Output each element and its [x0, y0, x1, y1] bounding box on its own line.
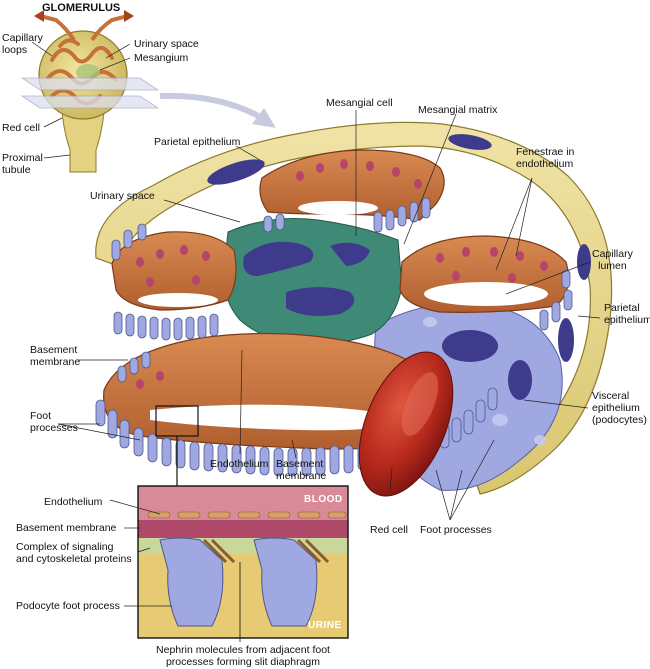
capillary-top-wall	[259, 149, 445, 221]
label-urinary-space-top: Urinary space	[134, 38, 199, 50]
label-basement-membrane-left: Basement membrane	[30, 344, 81, 368]
label-endothelium-mid: Endothelium	[210, 458, 269, 470]
label-foot-processes-bottom: Foot processes	[420, 524, 492, 536]
label-mesangium: Mesangium	[134, 52, 189, 64]
label-red-cell-top: Red cell	[2, 122, 40, 134]
arrow-right-icon	[124, 10, 134, 22]
inset-endothelium-cells	[147, 511, 347, 519]
main-section	[95, 121, 613, 497]
tag-blood: BLOOD	[304, 494, 343, 505]
inset-border	[137, 485, 349, 639]
label-mesangial-matrix: Mesangial matrix	[418, 104, 498, 116]
section-plane-lower	[20, 95, 160, 109]
tag-urine: URINE	[308, 620, 342, 631]
proximal-tubule-shape	[61, 111, 105, 173]
label-capillary-loops: Capillary loops	[2, 32, 43, 56]
label-inset-nephrin: Nephrin molecules from adjacent foot pro…	[156, 644, 330, 668]
capillary-left-lumen	[138, 293, 218, 307]
efferent-arteriole	[90, 14, 129, 42]
label-inset-podocyte: Podocyte foot process	[16, 600, 120, 612]
label-parietal-epithelium-top: Parietal epithelium	[154, 136, 241, 148]
slit-diaphragm-inset	[137, 485, 349, 642]
label-inset-endothelium: Endothelium	[44, 496, 103, 508]
magnify-arrow	[159, 92, 264, 121]
label-foot-processes-left: Foot processes	[30, 410, 78, 434]
label-proximal-tubule: Proximal tubule	[2, 152, 43, 176]
podocyte-nuclei	[442, 330, 532, 400]
label-urinary-space-main: Urinary space	[90, 190, 155, 202]
mesangium-shape	[76, 64, 100, 80]
capillary-top-lumen	[298, 201, 378, 215]
capillary-right-lumen	[424, 282, 548, 306]
leader-lines	[57, 110, 601, 607]
label-parietal-epithelium-right: Parietal epithelium	[604, 302, 650, 326]
afferent-arteriole	[39, 14, 76, 42]
label-visceral-epithelium: Visceral epithelium (podocytes)	[592, 390, 647, 426]
section-plane-upper	[20, 77, 160, 91]
label-mesangial-cell: Mesangial cell	[326, 97, 393, 109]
label-capillary-lumen: Capillary lumen	[592, 248, 633, 272]
label-inset-basement: Basement membrane	[16, 522, 117, 534]
inset-foot-process-2	[253, 537, 318, 627]
label-red-cell-bottom: Red cell	[370, 524, 408, 536]
label-fenestrae: Fenestrae in endothelium	[516, 146, 575, 170]
fenestrae-dots	[136, 159, 548, 389]
label-inset-complex: Complex of signaling and cytoskeletal pr…	[16, 541, 132, 565]
inset-foot-process-1	[159, 537, 224, 627]
mesangial-nuclei	[243, 241, 370, 316]
red-cell-highlight	[401, 372, 439, 436]
inset-basement-band	[138, 520, 348, 538]
label-basement-membrane-mid: Basement membrane	[276, 458, 327, 482]
parietal-nuclei	[207, 134, 591, 362]
magnify-arrowhead-icon	[252, 108, 276, 128]
label-glomerulus: GLOMERULUS	[42, 2, 121, 14]
mesangium-center-shape	[223, 218, 403, 345]
small-glomerulus	[20, 10, 160, 173]
capillary-bottom-lumen	[150, 404, 420, 431]
arrow-left-icon	[34, 10, 44, 22]
inset-nephrin-molecules	[202, 538, 330, 564]
